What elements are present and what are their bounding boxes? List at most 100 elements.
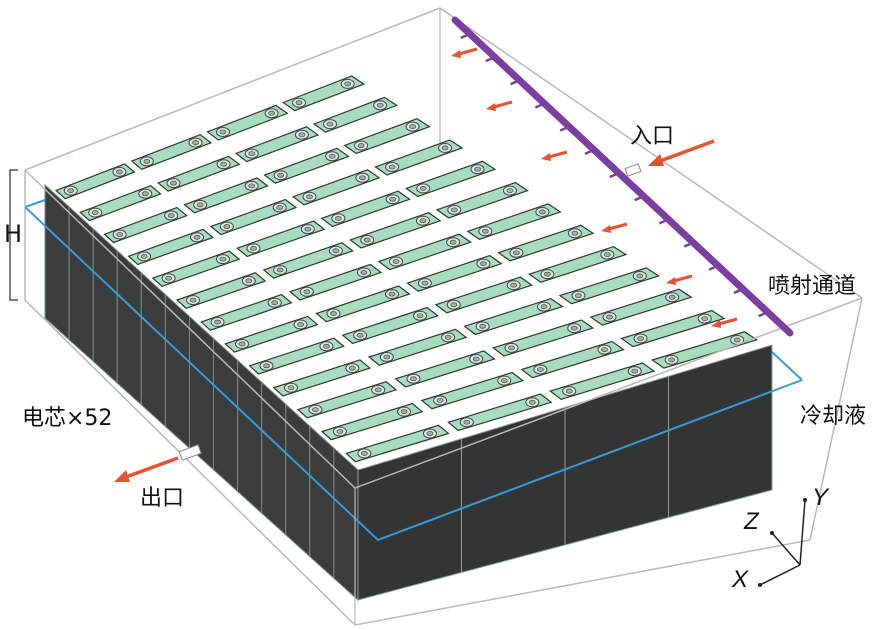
spray-channel-pipe xyxy=(451,16,794,337)
cell-terminal-inner xyxy=(330,311,337,316)
cell-terminal-inner xyxy=(143,158,151,164)
cell-terminal-inner xyxy=(450,207,458,213)
cell-terminal-inner xyxy=(220,161,228,167)
outlet-arrow-head xyxy=(114,470,130,482)
cell-terminal-inner xyxy=(348,365,356,371)
height-dimension-marker xyxy=(9,169,18,301)
height-label: H xyxy=(4,220,23,248)
cell-terminal-inner xyxy=(263,363,270,369)
axis-x-label: X xyxy=(732,566,749,593)
axis-y-arrow-tip xyxy=(803,498,807,502)
cell-terminal-inner xyxy=(193,234,201,240)
cell-terminal-inner xyxy=(304,226,312,232)
cell-terminal-inner xyxy=(410,376,417,382)
cell-terminal-inner xyxy=(344,81,352,87)
cell-terminal-inner xyxy=(223,224,231,229)
cell-terminal-inner xyxy=(91,210,99,215)
cell-terminal-inner xyxy=(500,378,508,384)
cell-terminal-inner xyxy=(238,341,246,347)
cell-terminal-inner xyxy=(419,186,427,191)
cell-terminal-inner xyxy=(570,325,578,331)
inlet-arrow-head xyxy=(648,154,664,166)
cell-left-face xyxy=(237,359,263,515)
cell-left-face xyxy=(213,337,239,493)
spray-nozzle xyxy=(510,79,521,86)
cell-terminal-inner xyxy=(277,172,285,178)
axis-z-arrow-tip xyxy=(770,531,774,535)
cell-terminal-inner xyxy=(219,256,227,262)
inlet-arrow-icon xyxy=(659,139,715,163)
cell-terminal-inner xyxy=(326,121,334,127)
cell-left-face xyxy=(285,403,311,558)
axis-x-arrow xyxy=(759,564,801,586)
cell-terminal-inner xyxy=(303,289,311,295)
cell-terminal-inner xyxy=(332,248,340,254)
cell-terminal-inner xyxy=(419,218,427,224)
inlet-label: 入口 xyxy=(630,124,675,149)
coolant-level-line-back xyxy=(24,199,46,208)
cell-terminal-inner xyxy=(357,143,365,148)
cells-label: 电芯×52 xyxy=(22,406,113,431)
cell-terminal-inner xyxy=(444,334,452,340)
cell-terminal-inner xyxy=(167,213,175,218)
cell-left-face xyxy=(261,381,287,537)
spray-nozzle xyxy=(584,148,595,155)
cell-terminal-inner xyxy=(668,357,676,363)
outlet-pipe-stub xyxy=(178,444,202,461)
outlet-arrow-icon xyxy=(125,456,179,479)
cell-terminal-inner xyxy=(668,294,676,300)
cell-terminal-inner xyxy=(248,183,256,189)
cell-terminal-inner xyxy=(601,347,608,353)
cell-front-face xyxy=(357,438,462,601)
cell-terminal-inner xyxy=(196,202,204,208)
cell-terminal-inner xyxy=(571,230,579,236)
cell-terminal-inner xyxy=(189,297,197,303)
axis-y-arrow xyxy=(799,499,806,566)
axis-z-label: Z xyxy=(744,508,759,535)
cell-terminal-inner xyxy=(479,323,487,329)
cell-terminal-inner xyxy=(298,132,306,138)
cell-terminal-inner xyxy=(472,356,480,362)
cell-terminal-inner xyxy=(219,129,227,135)
cell-left-face xyxy=(68,205,94,363)
cell-terminal-inner xyxy=(388,164,396,170)
cell-terminal-inner xyxy=(116,169,123,175)
cell-terminal-inner xyxy=(245,278,253,284)
battery-cell-top xyxy=(345,424,450,463)
cell-left-face xyxy=(116,249,142,406)
cell-terminal-inner xyxy=(268,110,276,116)
outlet-label: 出口 xyxy=(140,486,185,511)
cell-terminal-inner xyxy=(603,252,611,258)
cell-terminal-inner xyxy=(510,282,518,288)
cell-terminal-inner xyxy=(480,261,487,267)
cell-terminal-inner xyxy=(540,304,548,310)
cell-terminal-inner xyxy=(356,332,364,338)
cell-terminal-inner xyxy=(336,429,344,434)
spray-nozzle xyxy=(683,241,694,248)
cell-terminal-inner xyxy=(575,293,582,299)
cell-terminal-inner xyxy=(170,180,177,186)
cell-terminal-inner xyxy=(297,322,304,327)
cell-terminal-inner xyxy=(383,354,391,360)
cell-terminal-inner xyxy=(536,367,544,372)
cell-terminal-inner xyxy=(360,451,368,456)
spray-nozzle xyxy=(708,264,719,271)
cell-terminal-inner xyxy=(528,399,536,405)
cell-terminal-inner xyxy=(359,175,366,181)
cell-terminal-inner xyxy=(141,191,149,197)
cell-terminal-inner xyxy=(306,194,313,200)
inlet-pipe-stub xyxy=(624,163,642,177)
cell-terminal-inner xyxy=(328,153,336,159)
cell-terminal-inner xyxy=(360,270,368,275)
spray-nozzle xyxy=(609,171,620,179)
spray-arrow-head xyxy=(541,153,551,161)
spray-nozzle xyxy=(733,287,744,295)
cell-front-face xyxy=(668,344,773,519)
cell-terminal-inner xyxy=(449,239,457,245)
cell-terminal-inner xyxy=(733,337,741,343)
cell-left-face xyxy=(92,227,118,385)
cell-terminal-inner xyxy=(389,196,397,202)
cell-terminal-inner xyxy=(506,188,514,194)
